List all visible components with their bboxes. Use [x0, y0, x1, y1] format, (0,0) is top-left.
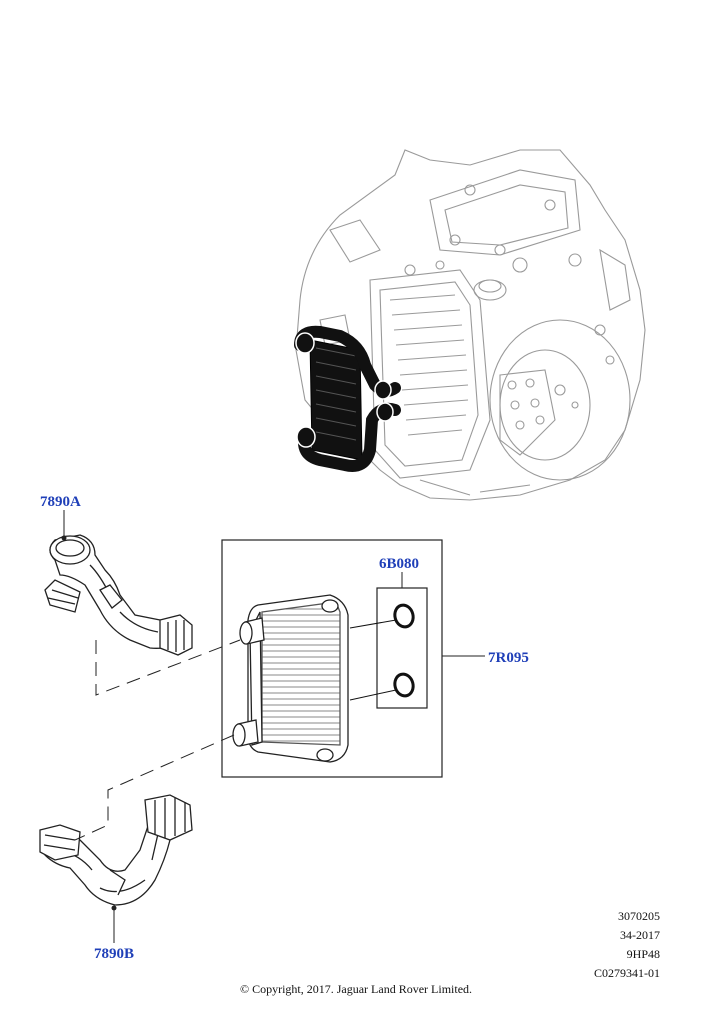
hose-7890b-illustration: [39, 794, 193, 906]
assembly-dash-lines: [74, 639, 241, 841]
callout-7890a[interactable]: 7890A: [40, 494, 81, 510]
hose-7890a-illustration: [44, 534, 193, 656]
o-ring-illustration: [349, 603, 415, 701]
copyright-notice: © Copyright, 2017. Jaguar Land Rover Lim…: [239, 982, 473, 996]
leader-dot-7890b: [111, 905, 117, 911]
reference-code: C0279341-01: [594, 966, 660, 980]
callout-6b080[interactable]: 6B080: [379, 556, 420, 572]
highlighted-cooler-assembly: [294, 325, 401, 472]
illustration-code: 3070205: [618, 909, 660, 923]
callout-7890b[interactable]: 7890B: [94, 946, 135, 962]
oil-cooler-illustration: [232, 594, 349, 763]
callout-7r095[interactable]: 7R095: [488, 650, 529, 666]
cooler-kit-box: [221, 539, 443, 778]
model-code: 9HP48: [626, 947, 660, 961]
transmission-illustration: [295, 149, 646, 501]
leader-dot-7890a: [61, 535, 67, 541]
date-code: 34-2017: [620, 928, 660, 942]
